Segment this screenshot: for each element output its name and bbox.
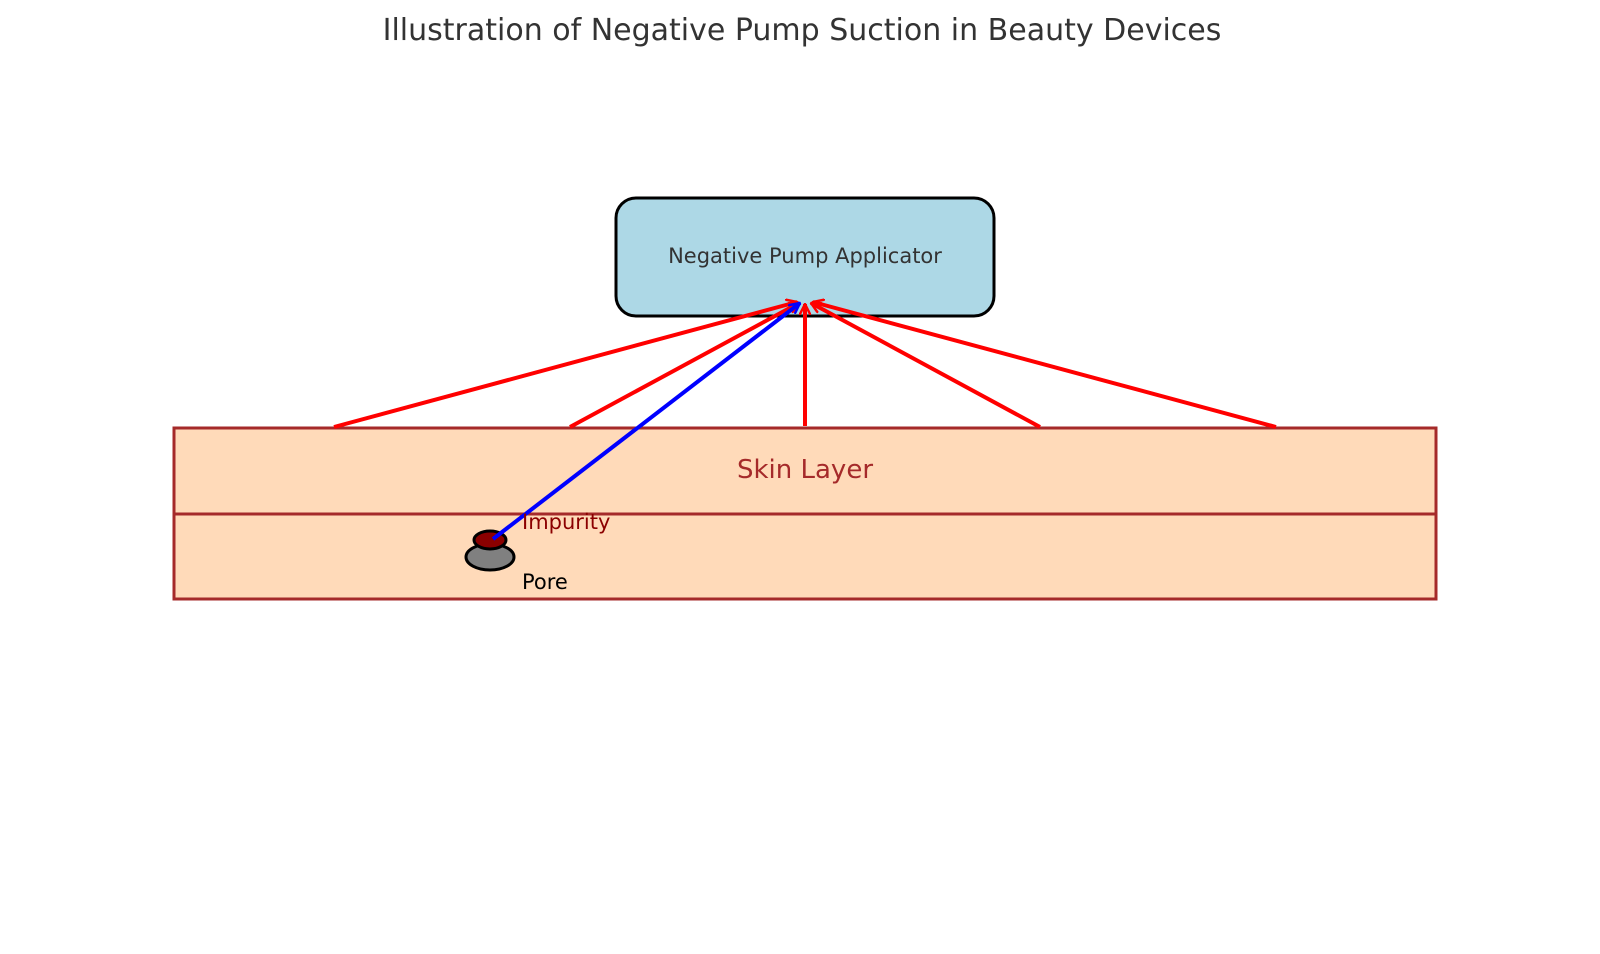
- suction-arrow-1: [333, 302, 797, 429]
- diagram-title: Illustration of Negative Pump Suction in…: [383, 13, 1222, 48]
- impurity-label: Impurity: [522, 510, 610, 534]
- extraction-arrow: [491, 301, 800, 541]
- skin-layer-lower: [172, 512, 1438, 601]
- pore-label: Pore: [522, 570, 568, 594]
- suction-arrow-2: [569, 301, 799, 429]
- skin-layer-upper: [172, 426, 1438, 516]
- applicator-label: Negative Pump Applicator: [668, 244, 942, 268]
- skin-layer-label: Skin Layer: [737, 455, 873, 485]
- suction-arrow-5: [813, 302, 1277, 429]
- suction-arrow-4: [811, 301, 1041, 429]
